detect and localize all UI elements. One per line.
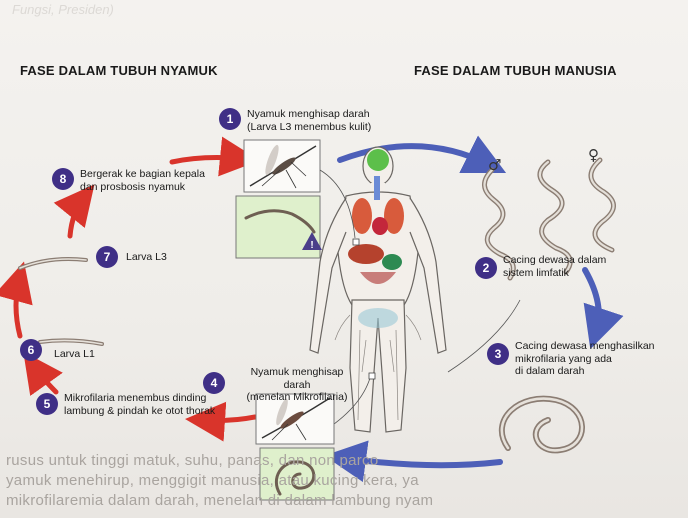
svg-text:1: 1 <box>227 112 234 126</box>
phase-heading-mosquito: FASE DALAM TUBUH NYAMUK <box>20 63 218 79</box>
step-2-label: Cacing dewasa dalam sistem limfatik <box>503 254 606 279</box>
microfilaria-picture <box>502 399 582 451</box>
step-badge-7: 7 <box>96 246 118 268</box>
step-badge-6: 6 <box>20 339 42 361</box>
arrow-4-to-5 <box>200 417 255 421</box>
male-symbol-icon: ♂ <box>488 156 501 174</box>
arrow-2-to-3 <box>585 270 599 332</box>
svg-text:3: 3 <box>495 347 502 361</box>
mosquito-feeding-picture-top <box>244 140 320 192</box>
step-5-label: Mikrofilaria menembus dinding lambung & … <box>64 392 215 417</box>
step-3-line-3: di dalam darah <box>515 365 655 378</box>
step-badge-8: 8 <box>52 168 74 190</box>
step-1-line-2: (Larva L3 menembus kulit) <box>247 121 371 134</box>
step-5-line-1: Mikrofilaria menembus dinding <box>64 392 215 405</box>
background-text-line-2: yamuk menehirup, menggigit manusia, atau… <box>6 472 419 489</box>
larva-L3-picture-box <box>236 196 322 258</box>
svg-text:7: 7 <box>104 250 111 264</box>
background-text-line-1: rusus untuk tinggi matuk, suhu, panas, d… <box>6 452 379 469</box>
step-3-label: Cacing dewasa menghasilkan mikrofilaria … <box>515 340 655 378</box>
step-5-line-2: lambung & pindah ke otot thorak <box>64 405 215 418</box>
larva-L1-drawing <box>40 340 102 344</box>
step-4-label: Nyamuk menghisap darah (menelan Mikrofil… <box>232 366 362 404</box>
background-text-line-3: mikrofilaremia dalam darah, menelan di d… <box>6 492 433 509</box>
svg-text:5: 5 <box>44 397 51 411</box>
skin-entry-marker <box>353 239 359 245</box>
arrow-6-to-7 <box>16 276 20 336</box>
step-badge-3: 3 <box>487 343 509 365</box>
step-6-label: Larva L1 <box>54 348 95 361</box>
step-8-line-2: dan prosbosis nyamuk <box>80 181 205 194</box>
phase-heading-human: FASE DALAM TUBUH MANUSIA <box>414 63 617 79</box>
step-badge-2: 2 <box>475 257 497 279</box>
warning-icon: ! <box>310 240 313 251</box>
larva-L3-drawing <box>20 259 86 268</box>
step-4-line-3: (menelan Mikrofilaria) <box>232 391 362 404</box>
step-4-line-1: Nyamuk menghisap <box>232 366 362 379</box>
step-2-line-2: sistem limfatik <box>503 267 606 280</box>
blood-meal-marker <box>369 373 375 379</box>
step-8-label: Bergerak ke bagian kepala dan prosbosis … <box>80 168 205 193</box>
step-badge-5: 5 <box>36 393 58 415</box>
female-symbol-icon: ♀ <box>588 146 599 164</box>
svg-text:8: 8 <box>60 172 67 186</box>
svg-text:2: 2 <box>483 261 490 275</box>
step-2-line-1: Cacing dewasa dalam <box>503 254 606 267</box>
step-3-line-2: mikrofilaria yang ada <box>515 353 655 366</box>
arrow-5-to-6 <box>32 364 56 392</box>
arrow-7-to-8 <box>70 196 85 236</box>
svg-text:4: 4 <box>211 376 218 390</box>
arrow-1-to-2 <box>340 146 490 165</box>
step-badge-1: 1 <box>219 108 241 130</box>
step-8-line-1: Bergerak ke bagian kepala <box>80 168 205 181</box>
step-7-label: Larva L3 <box>126 251 167 264</box>
step-1-line-1: Nyamuk menghisap darah <box>247 108 371 121</box>
step-4-line-2: darah <box>232 379 362 392</box>
svg-text:6: 6 <box>28 343 35 357</box>
arrow-8-to-1 <box>172 158 245 162</box>
step-1-label: Nyamuk menghisap darah (Larva L3 menembu… <box>247 108 371 133</box>
step-3-line-1: Cacing dewasa menghasilkan <box>515 340 655 353</box>
step-badge-4: 4 <box>203 372 225 394</box>
